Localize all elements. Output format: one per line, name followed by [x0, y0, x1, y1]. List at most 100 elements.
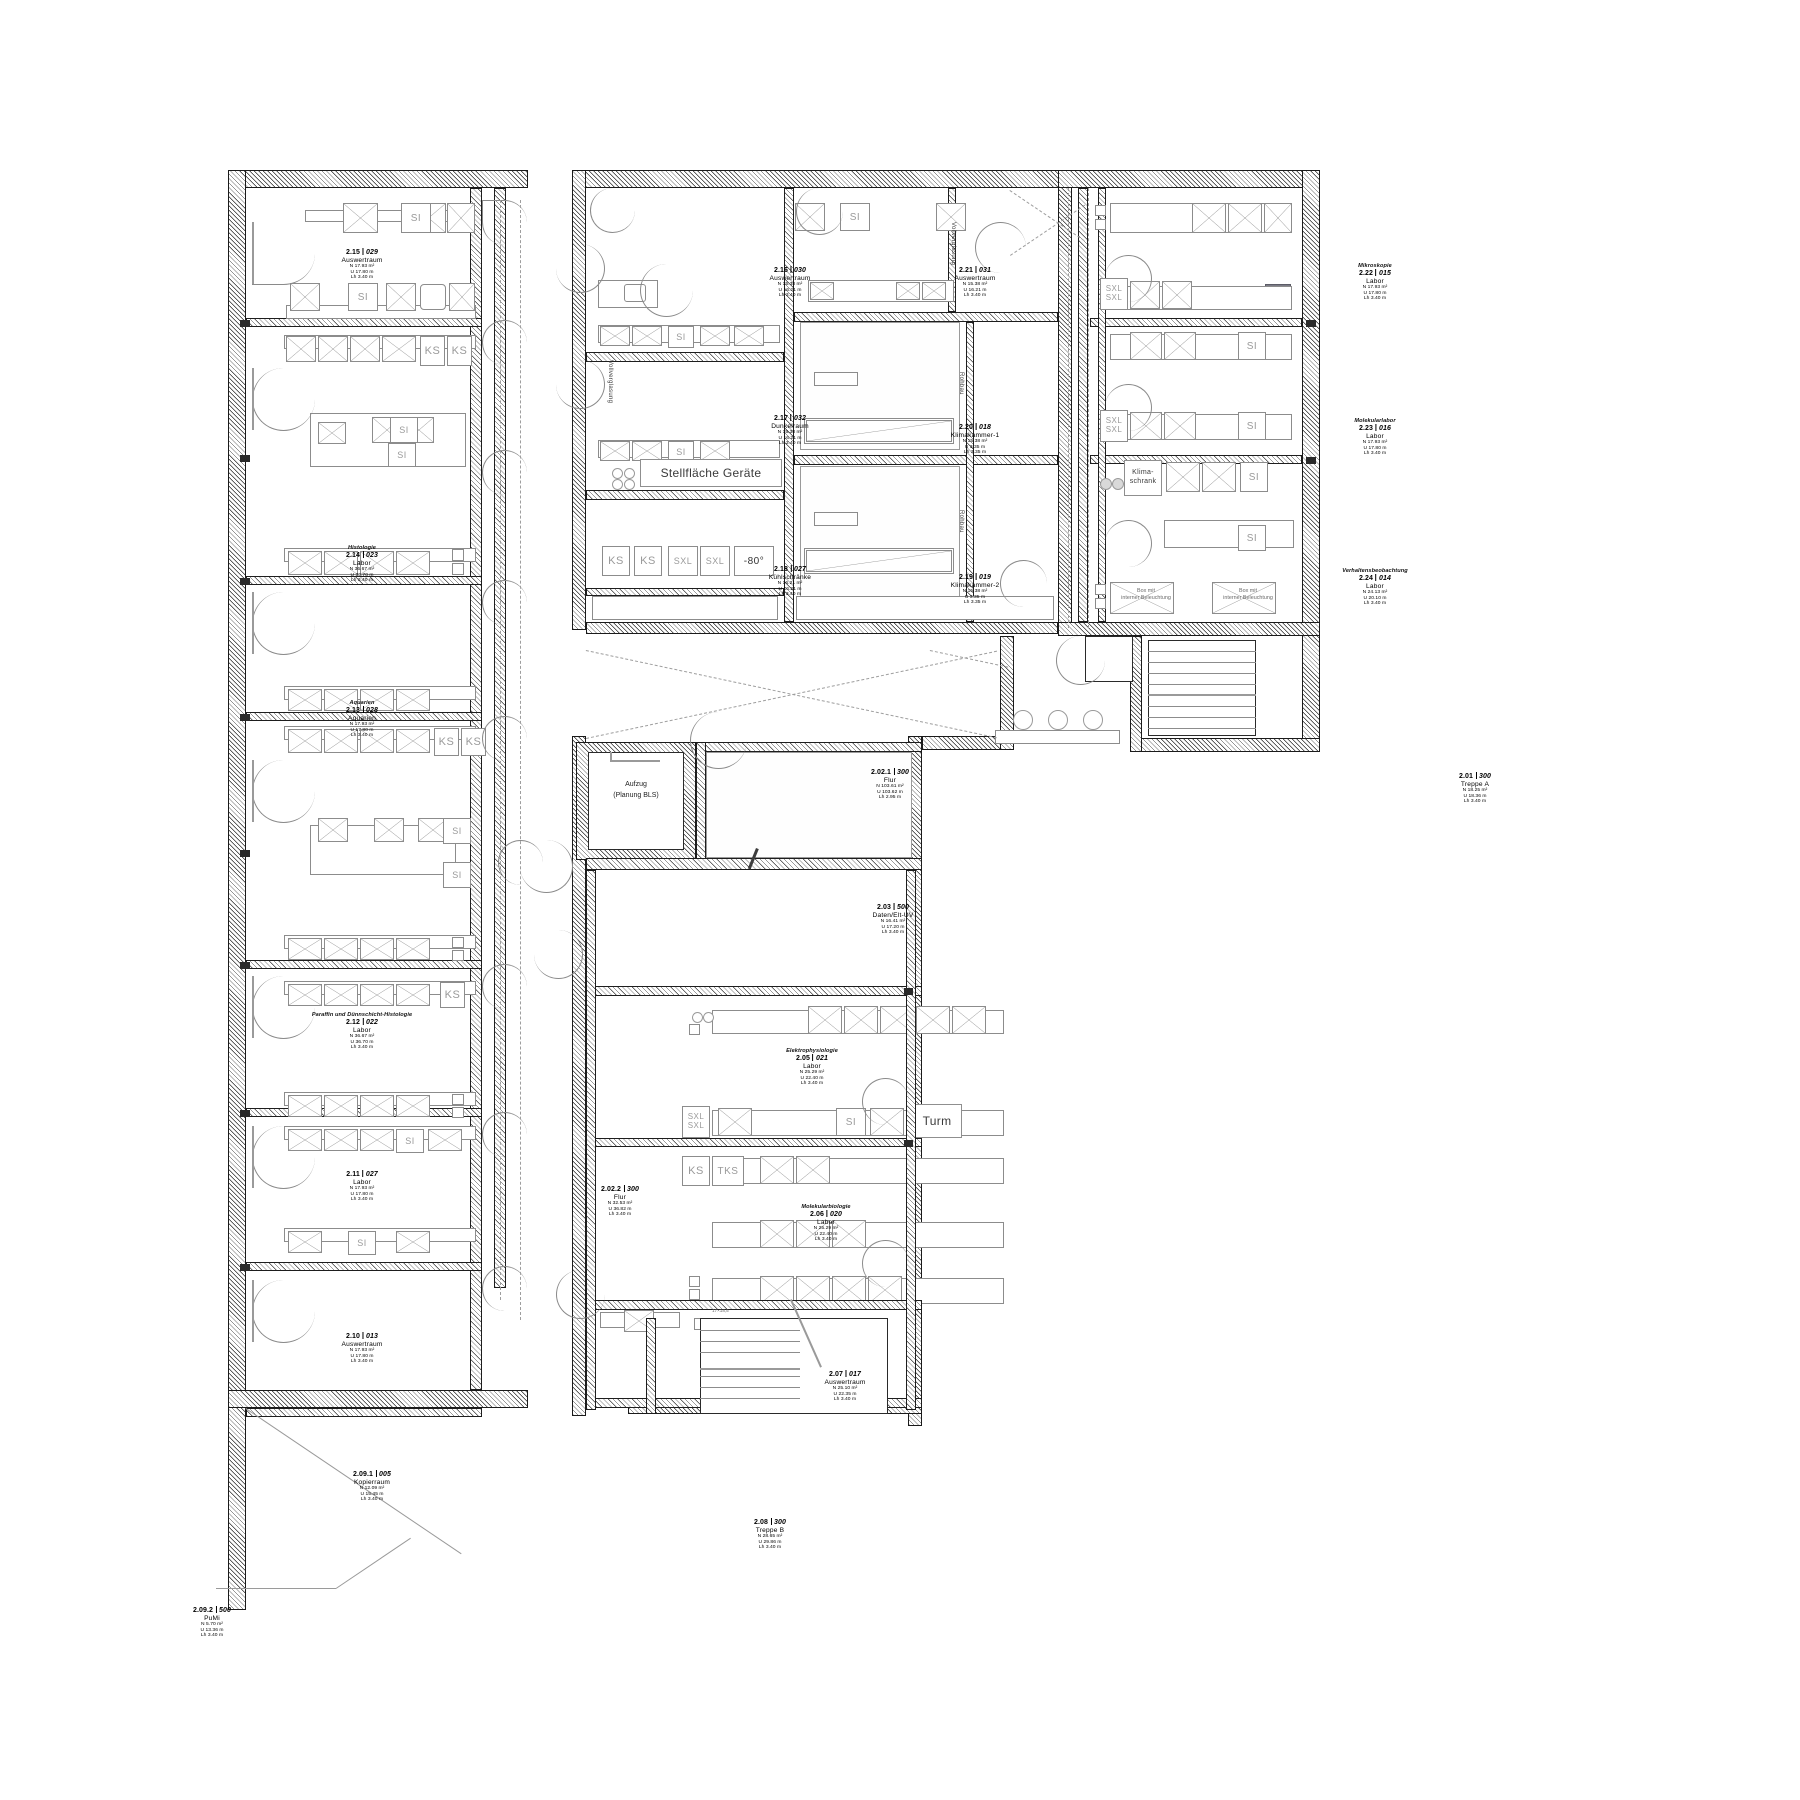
- wall-corridor-join-right: [1000, 636, 1014, 750]
- wall-mid-bottom-strip: [586, 622, 1058, 634]
- cabinet-unit: [288, 689, 322, 711]
- cabinet-unit: [324, 938, 358, 960]
- door-swing: [1105, 520, 1152, 567]
- room-area: N 24.13 m²: [1362, 590, 1388, 596]
- cabinet-unit: [1166, 462, 1200, 492]
- room-name: Labor: [353, 1178, 371, 1186]
- room-name: Kopierraum: [353, 1478, 391, 1486]
- room-name: Flur: [883, 776, 897, 784]
- door-leaf-line: [252, 368, 254, 430]
- cabinet-unit: [936, 203, 966, 231]
- cabinet-unit: [360, 1095, 394, 1117]
- stellflaeche-geraete-box: Stellfläche Geräte: [640, 459, 782, 487]
- fixture-ks: KS: [447, 336, 472, 366]
- stair-step: [700, 1376, 800, 1377]
- fixture-si: SI: [668, 441, 694, 463]
- room-area: N 18.25 m²: [1462, 788, 1488, 794]
- wall-part-l6: [246, 1262, 482, 1271]
- door-swing: [252, 592, 315, 655]
- mullion-2: [240, 455, 250, 462]
- fixture-sxl: SXL: [668, 546, 698, 576]
- room-area: N 25.29 m²: [813, 1226, 839, 1232]
- stair-rail: [1148, 694, 1256, 696]
- door-swing: [796, 188, 843, 235]
- room-perimeter: U 103.62 m: [877, 789, 903, 795]
- burner-ring: [612, 479, 623, 490]
- cabinet-unit: [1264, 203, 1292, 233]
- door-swing: [252, 368, 315, 431]
- cabinet-unit: [796, 1156, 830, 1184]
- room-height: Lh 3.40 m: [1363, 451, 1387, 457]
- fixture-si: SI: [443, 818, 471, 844]
- door-swing: [690, 712, 747, 769]
- corridor-guide: [1010, 204, 1086, 256]
- room-area: N 103.61 m²: [876, 784, 904, 790]
- elevator-label: Aufzug(Planung BLS): [613, 781, 659, 799]
- room-area: N 15.38 m²: [777, 282, 803, 288]
- cabinet-unit: [396, 938, 430, 960]
- room-height: Lh 3.40 m: [778, 592, 802, 598]
- room-name: Treppe A: [1460, 780, 1490, 788]
- wall-right-top: [1058, 170, 1320, 188]
- equipment-small: [452, 1094, 464, 1105]
- door-swing: [252, 1280, 315, 1343]
- room-area: N 16.41 m²: [880, 919, 906, 925]
- room-perimeter: U 17.80 m: [350, 269, 374, 275]
- door-swing: [556, 244, 605, 293]
- room-name: PuMi: [204, 1614, 220, 1622]
- room-name: Dunkelraum: [771, 422, 809, 430]
- cabinet-unit: [286, 336, 316, 362]
- equipment-small: [1095, 219, 1106, 230]
- klimaschrank-label-1: Klima-: [1132, 469, 1154, 477]
- cabinet-unit: [700, 326, 730, 346]
- wall-part-l1: [246, 318, 482, 327]
- label-vollverglasung-1: Vollverglasung: [607, 360, 613, 404]
- cabinet-unit: [810, 282, 834, 300]
- wall-midlow-1: [586, 588, 784, 596]
- room-area: N 36.67 m²: [349, 1034, 375, 1040]
- cabinet-unit: [290, 283, 320, 311]
- cabinet-unit: [844, 1006, 878, 1034]
- room-height: Lh 3.40 m: [350, 578, 374, 584]
- wall-right-stair-left: [1130, 636, 1142, 752]
- wall-center-h1: [586, 986, 922, 996]
- wall-right-v1: [1078, 188, 1088, 622]
- cabinet-unit: [324, 729, 358, 753]
- equipment-small: [452, 950, 464, 961]
- cabinet-unit: [760, 1156, 794, 1184]
- cabinet-unit: [832, 1220, 866, 1248]
- room-perimeter: U 16.21 m: [963, 287, 987, 293]
- stair-step: [700, 1387, 800, 1388]
- wall-right-bottom: [1058, 622, 1320, 636]
- stair-step: [1148, 662, 1256, 663]
- temperature-unit: -80°: [734, 546, 774, 576]
- klimaschrank-label-2: schrank: [1129, 478, 1157, 485]
- room-name: Labor: [1366, 583, 1384, 591]
- room-name: Auswertraum: [769, 274, 811, 282]
- room-area: N 15.38 m²: [962, 282, 988, 288]
- cabinet-unit: [718, 1108, 752, 1136]
- door-guide: [520, 200, 521, 1320]
- klimakammer-2-inner: [800, 466, 960, 616]
- klimaschrank-box: Klima- schrank: [1124, 460, 1162, 496]
- mullion-8: [240, 1264, 250, 1271]
- room-height: Lh 3.40 m: [608, 1212, 632, 1218]
- stair-a-outline: [1148, 640, 1256, 736]
- room-perimeter: U 17.80 m: [350, 727, 374, 733]
- fixture-ks: KS: [434, 728, 459, 756]
- fixture-sxl: SXL: [700, 546, 730, 576]
- fixture-si: SI: [390, 417, 418, 443]
- cabinet-unit: [760, 1276, 794, 1304]
- cabinet-unit: [796, 1276, 830, 1304]
- room-sub: Verhaltensbeobachtung: [1342, 568, 1408, 574]
- door-swing: [252, 976, 315, 1039]
